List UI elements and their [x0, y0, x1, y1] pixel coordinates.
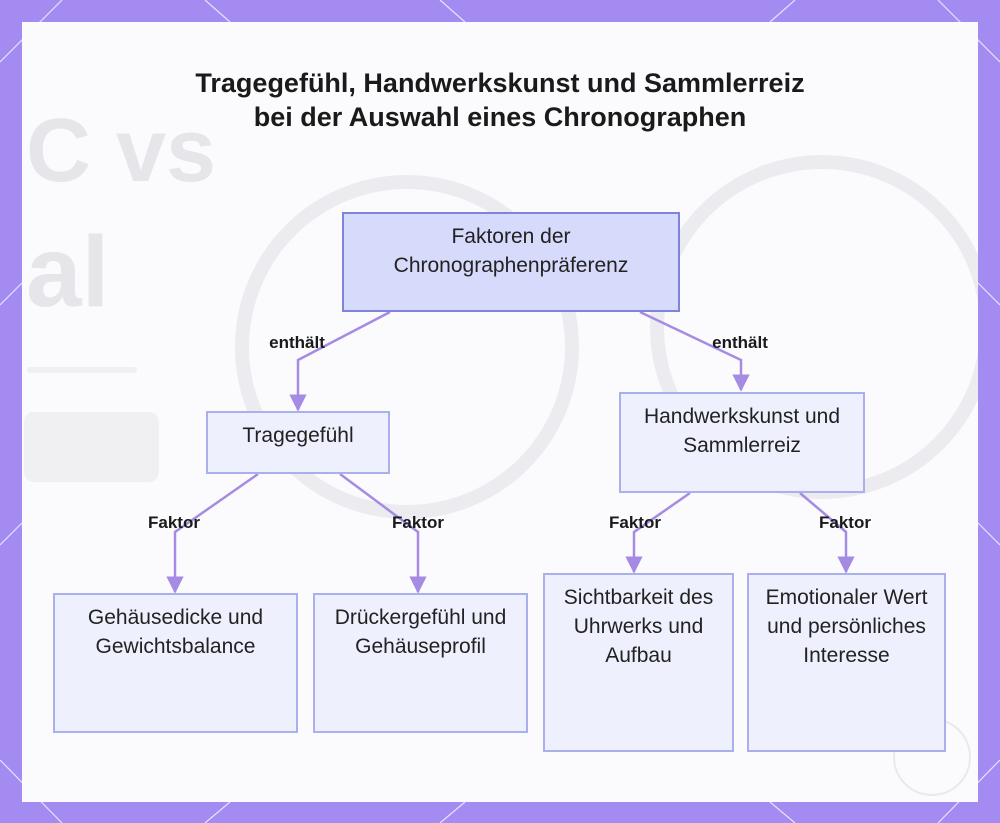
node-root: Faktoren der Chronographenpräferenz: [342, 212, 680, 312]
edge-label-root-tragegefuehl: enthält: [269, 333, 325, 352]
diagram-title: Tragegefühl, Handwerkskunst und Sammlerr…: [195, 68, 805, 132]
edge-label-handwerkskunst-sichtbarkeit: Faktor: [609, 513, 661, 532]
node-sichtbarkeit: Sichtbarkeit des Uhrwerks und Aufbau: [543, 573, 734, 752]
node-handwerkskunst: Handwerkskunst und Sammlerreiz: [619, 392, 865, 493]
node-gehaeusedicke: Gehäusedicke und Gewichtsbalance: [53, 593, 298, 733]
background-text-fragment: C vs: [26, 101, 217, 201]
edge-label-tragegefuehl-gehaeusedicke: Faktor: [148, 513, 200, 532]
node-tragegefuehl: Tragegefühl: [206, 411, 390, 474]
edge-label-handwerkskunst-emotionaler-wert: Faktor: [819, 513, 871, 532]
node-drueckergefuehl: Drückergefühl und Gehäuseprofil: [313, 593, 528, 733]
node-emotionaler-wert: Emotionaler Wert und persönliches Intere…: [747, 573, 946, 752]
background-text-fragment: al: [26, 216, 110, 328]
edge-label-tragegefuehl-drueckergefuehl: Faktor: [392, 513, 444, 532]
edge-label-root-handwerkskunst: enthält: [712, 333, 768, 352]
